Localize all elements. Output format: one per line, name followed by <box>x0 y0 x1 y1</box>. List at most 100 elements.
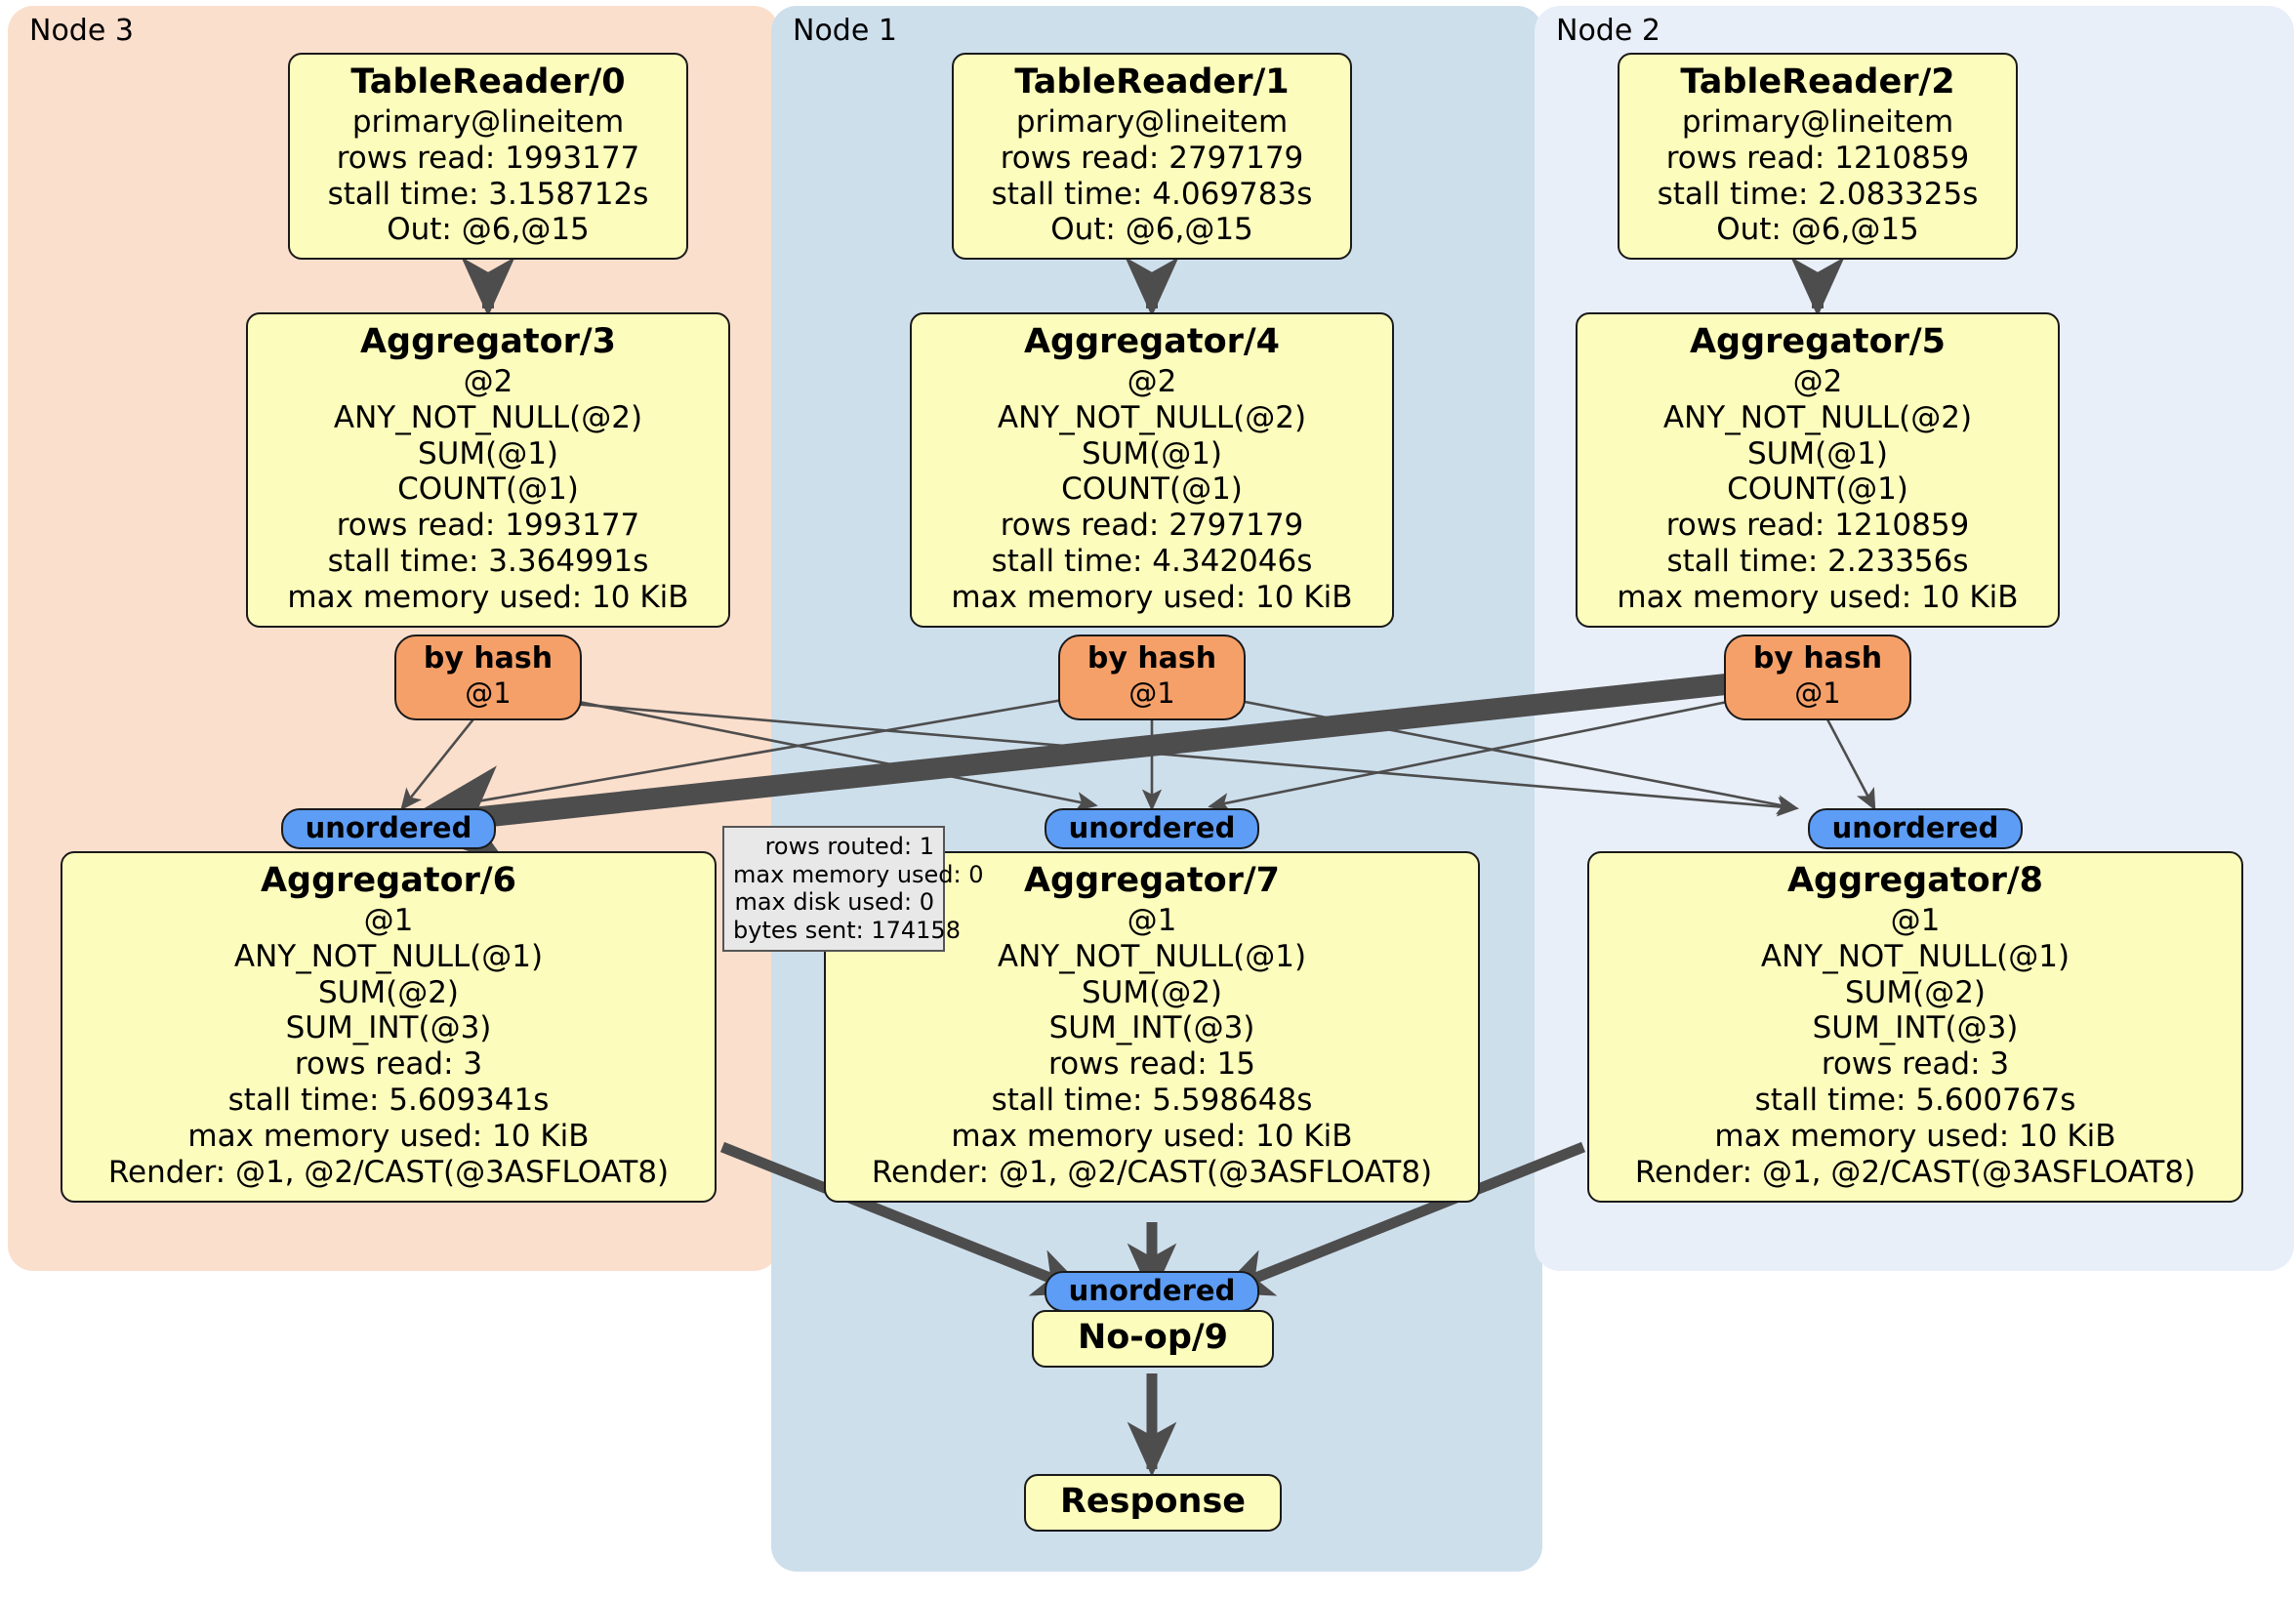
node-panel-label-node-2: Node 2 <box>1556 14 1660 48</box>
operator-detail-line: rows read: 1993177 <box>336 508 640 544</box>
operator-detail-line: stall time: 5.598648s <box>991 1083 1313 1119</box>
operator-detail-line: Render: @1, @2/CAST(@3ASFLOAT8) <box>107 1154 670 1190</box>
operator-detail-line: COUNT(@1) <box>397 471 579 508</box>
node-panel-label-node-1: Node 1 <box>793 14 897 48</box>
operator-detail-line: SUM(@2) <box>317 974 460 1010</box>
operator-detail-line: @2 <box>1792 363 1843 399</box>
operator-detail-line: ANY_NOT_NULL(@1) <box>997 938 1307 974</box>
operator-title: Aggregator/5 <box>1689 322 1947 361</box>
operator-title: No-op/9 <box>1077 1318 1229 1357</box>
operator-detail-line: ANY_NOT_NULL(@2) <box>333 399 643 435</box>
stream-unordered-node-1[interactable]: unordered <box>1045 808 1259 849</box>
stream-label: unordered <box>1831 811 1999 844</box>
operator-detail-line: SUM(@2) <box>1844 974 1987 1010</box>
operator-detail-line: max memory used: 10 KiB <box>287 580 689 616</box>
operator-detail-line: SUM_INT(@3) <box>1048 1010 1255 1046</box>
operator-detail-line: primary@lineitem <box>1681 103 1954 140</box>
operator-detail-line: max memory used: 10 KiB <box>1617 580 2019 616</box>
operator-title: Aggregator/4 <box>1023 322 1281 361</box>
stream-label: unordered <box>1068 811 1236 844</box>
operator-box-tablereader-1[interactable]: TableReader/1 primary@lineitem rows read… <box>952 53 1352 261</box>
router-by-hash-aggregator-3[interactable]: by hash @1 <box>394 635 582 720</box>
operator-detail-line: SUM(@2) <box>1081 974 1223 1010</box>
router-by-hash-aggregator-4[interactable]: by hash @1 <box>1058 635 1246 720</box>
operator-box-aggregator-4[interactable]: Aggregator/4 @2 ANY_NOT_NULL(@2) SUM(@1)… <box>910 312 1394 628</box>
stream-unordered-node-3[interactable]: unordered <box>281 808 496 849</box>
operator-detail-line: SUM_INT(@3) <box>1812 1010 2019 1046</box>
tooltip-stat-line: rows routed: 1 <box>764 833 934 860</box>
operator-detail-line: stall time: 4.342046s <box>991 544 1313 580</box>
operator-detail-line: rows read: 15 <box>1048 1046 1255 1083</box>
operator-box-tablereader-2[interactable]: TableReader/2 primary@lineitem rows read… <box>1618 53 2018 261</box>
router-subtitle: @1 <box>1128 676 1175 710</box>
operator-title: Aggregator/8 <box>1786 861 2044 900</box>
operator-detail-line: rows read: 2797179 <box>1000 508 1304 544</box>
operator-detail-line: stall time: 2.23356s <box>1666 544 1969 580</box>
operator-detail-line: COUNT(@1) <box>1727 471 1908 508</box>
operator-detail-line: SUM(@1) <box>417 435 559 471</box>
operator-detail-line: SUM(@1) <box>1081 435 1223 471</box>
operator-detail-line: rows read: 1993177 <box>336 140 640 176</box>
operator-detail-line: stall time: 2.083325s <box>1657 176 1979 212</box>
operator-title: TableReader/0 <box>350 62 626 102</box>
operator-detail-line: stall time: 3.158712s <box>327 176 649 212</box>
operator-detail-line: ANY_NOT_NULL(@2) <box>997 399 1307 435</box>
router-title: by hash <box>1086 641 1217 676</box>
operator-detail-line: Out: @6,@15 <box>387 212 590 248</box>
operator-title: TableReader/2 <box>1680 62 1955 102</box>
operator-detail-line: SUM(@1) <box>1746 435 1889 471</box>
operator-detail-line: rows read: 1210859 <box>1665 140 1970 176</box>
operator-detail-line: Out: @6,@15 <box>1716 212 1919 248</box>
operator-detail-line: stall time: 4.069783s <box>991 176 1313 212</box>
operator-detail-line: @1 <box>1127 902 1177 938</box>
operator-box-tablereader-0[interactable]: TableReader/0 primary@lineitem rows read… <box>288 53 688 261</box>
operator-detail-line: @1 <box>363 902 414 938</box>
stream-label: unordered <box>305 811 472 844</box>
operator-box-aggregator-3[interactable]: Aggregator/3 @2 ANY_NOT_NULL(@2) SUM(@1)… <box>246 312 730 628</box>
operator-detail-line: ANY_NOT_NULL(@1) <box>233 938 544 974</box>
operator-detail-line: Render: @1, @2/CAST(@3ASFLOAT8) <box>1634 1154 2196 1190</box>
operator-detail-line: @1 <box>1890 902 1941 938</box>
operator-box-no-op-9[interactable]: No-op/9 <box>1032 1310 1274 1368</box>
operator-detail-line: rows read: 2797179 <box>1000 140 1304 176</box>
operator-box-aggregator-6[interactable]: Aggregator/6 @1 ANY_NOT_NULL(@1) SUM(@2)… <box>61 851 717 1203</box>
operator-detail-line: rows read: 1210859 <box>1665 508 1970 544</box>
operator-detail-line: rows read: 3 <box>294 1046 483 1083</box>
operator-detail-line: Out: @6,@15 <box>1050 212 1253 248</box>
operator-detail-line: max memory used: 10 KiB <box>951 1119 1353 1155</box>
operator-detail-line: primary@lineitem <box>1015 103 1289 140</box>
edge-stats-tooltip: rows routed: 1 max memory used: 0 max di… <box>722 826 984 953</box>
operator-detail-line: COUNT(@1) <box>1061 471 1243 508</box>
operator-box-response[interactable]: Response <box>1024 1474 1282 1532</box>
router-subtitle: @1 <box>465 676 512 710</box>
tooltip-stat-line: max memory used: 0 <box>733 860 984 888</box>
stream-unordered-node-2[interactable]: unordered <box>1808 808 2023 849</box>
router-by-hash-aggregator-5[interactable]: by hash @1 <box>1724 635 1911 720</box>
operator-title: TableReader/1 <box>1014 62 1290 102</box>
operator-detail-line: stall time: 5.600767s <box>1754 1083 2076 1119</box>
operator-detail-line: stall time: 5.609341s <box>227 1083 550 1119</box>
operator-detail-line: rows read: 3 <box>1821 1046 2010 1083</box>
router-subtitle: @1 <box>1794 676 1841 710</box>
operator-title: Response <box>1059 1482 1247 1521</box>
router-title: by hash <box>1752 641 1883 676</box>
operator-title: Aggregator/6 <box>260 861 517 900</box>
stream-label: unordered <box>1068 1274 1236 1307</box>
operator-detail-line: Render: @1, @2/CAST(@3ASFLOAT8) <box>871 1154 1433 1190</box>
operator-box-aggregator-7[interactable]: Aggregator/7 @1 ANY_NOT_NULL(@1) SUM(@2)… <box>824 851 1480 1203</box>
operator-detail-line: ANY_NOT_NULL(@1) <box>1760 938 2070 974</box>
operator-box-aggregator-8[interactable]: Aggregator/8 @1 ANY_NOT_NULL(@1) SUM(@2)… <box>1587 851 2243 1203</box>
node-panel-label-node-3: Node 3 <box>29 14 134 48</box>
operator-detail-line: max memory used: 10 KiB <box>1714 1119 2116 1155</box>
operator-detail-line: SUM_INT(@3) <box>285 1010 492 1046</box>
tooltip-stat-line: max disk used: 0 <box>734 888 934 917</box>
operator-title: Aggregator/3 <box>359 322 617 361</box>
router-title: by hash <box>423 641 554 676</box>
operator-detail-line: ANY_NOT_NULL(@2) <box>1662 399 1973 435</box>
operator-detail-line: max memory used: 10 KiB <box>951 580 1353 616</box>
operator-box-aggregator-5[interactable]: Aggregator/5 @2 ANY_NOT_NULL(@2) SUM(@1)… <box>1576 312 2060 628</box>
operator-detail-line: max memory used: 10 KiB <box>187 1119 590 1155</box>
tooltip-stat-line: bytes sent: 174158 <box>733 916 961 944</box>
stream-unordered-final[interactable]: unordered <box>1045 1271 1259 1312</box>
